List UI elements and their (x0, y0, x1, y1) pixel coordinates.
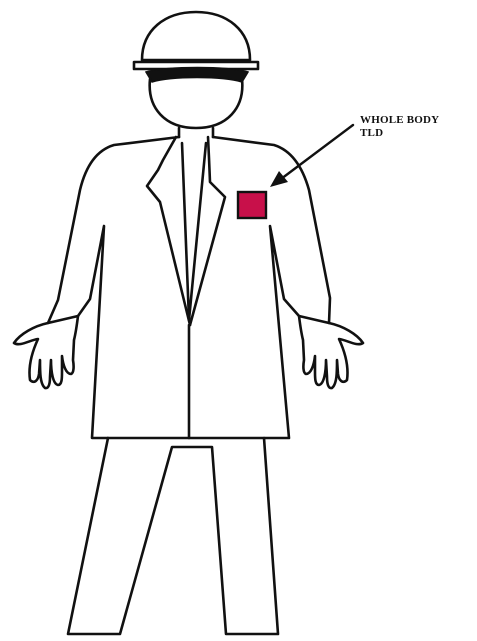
hard-hat-icon (134, 12, 258, 69)
head (150, 79, 243, 128)
shirt-front (182, 143, 206, 320)
visor-band (146, 68, 248, 83)
tld-label-line1: WHOLE BODY (360, 114, 439, 127)
tld-label-line2: TLD (360, 127, 439, 140)
arrow-icon (270, 125, 353, 187)
tld-badge-icon (238, 192, 266, 218)
neck (179, 128, 213, 137)
right-hand (299, 316, 363, 388)
lapel-right (190, 137, 225, 325)
tld-label: WHOLE BODY TLD (360, 114, 439, 140)
left-hand (14, 316, 78, 388)
trousers (68, 438, 278, 634)
